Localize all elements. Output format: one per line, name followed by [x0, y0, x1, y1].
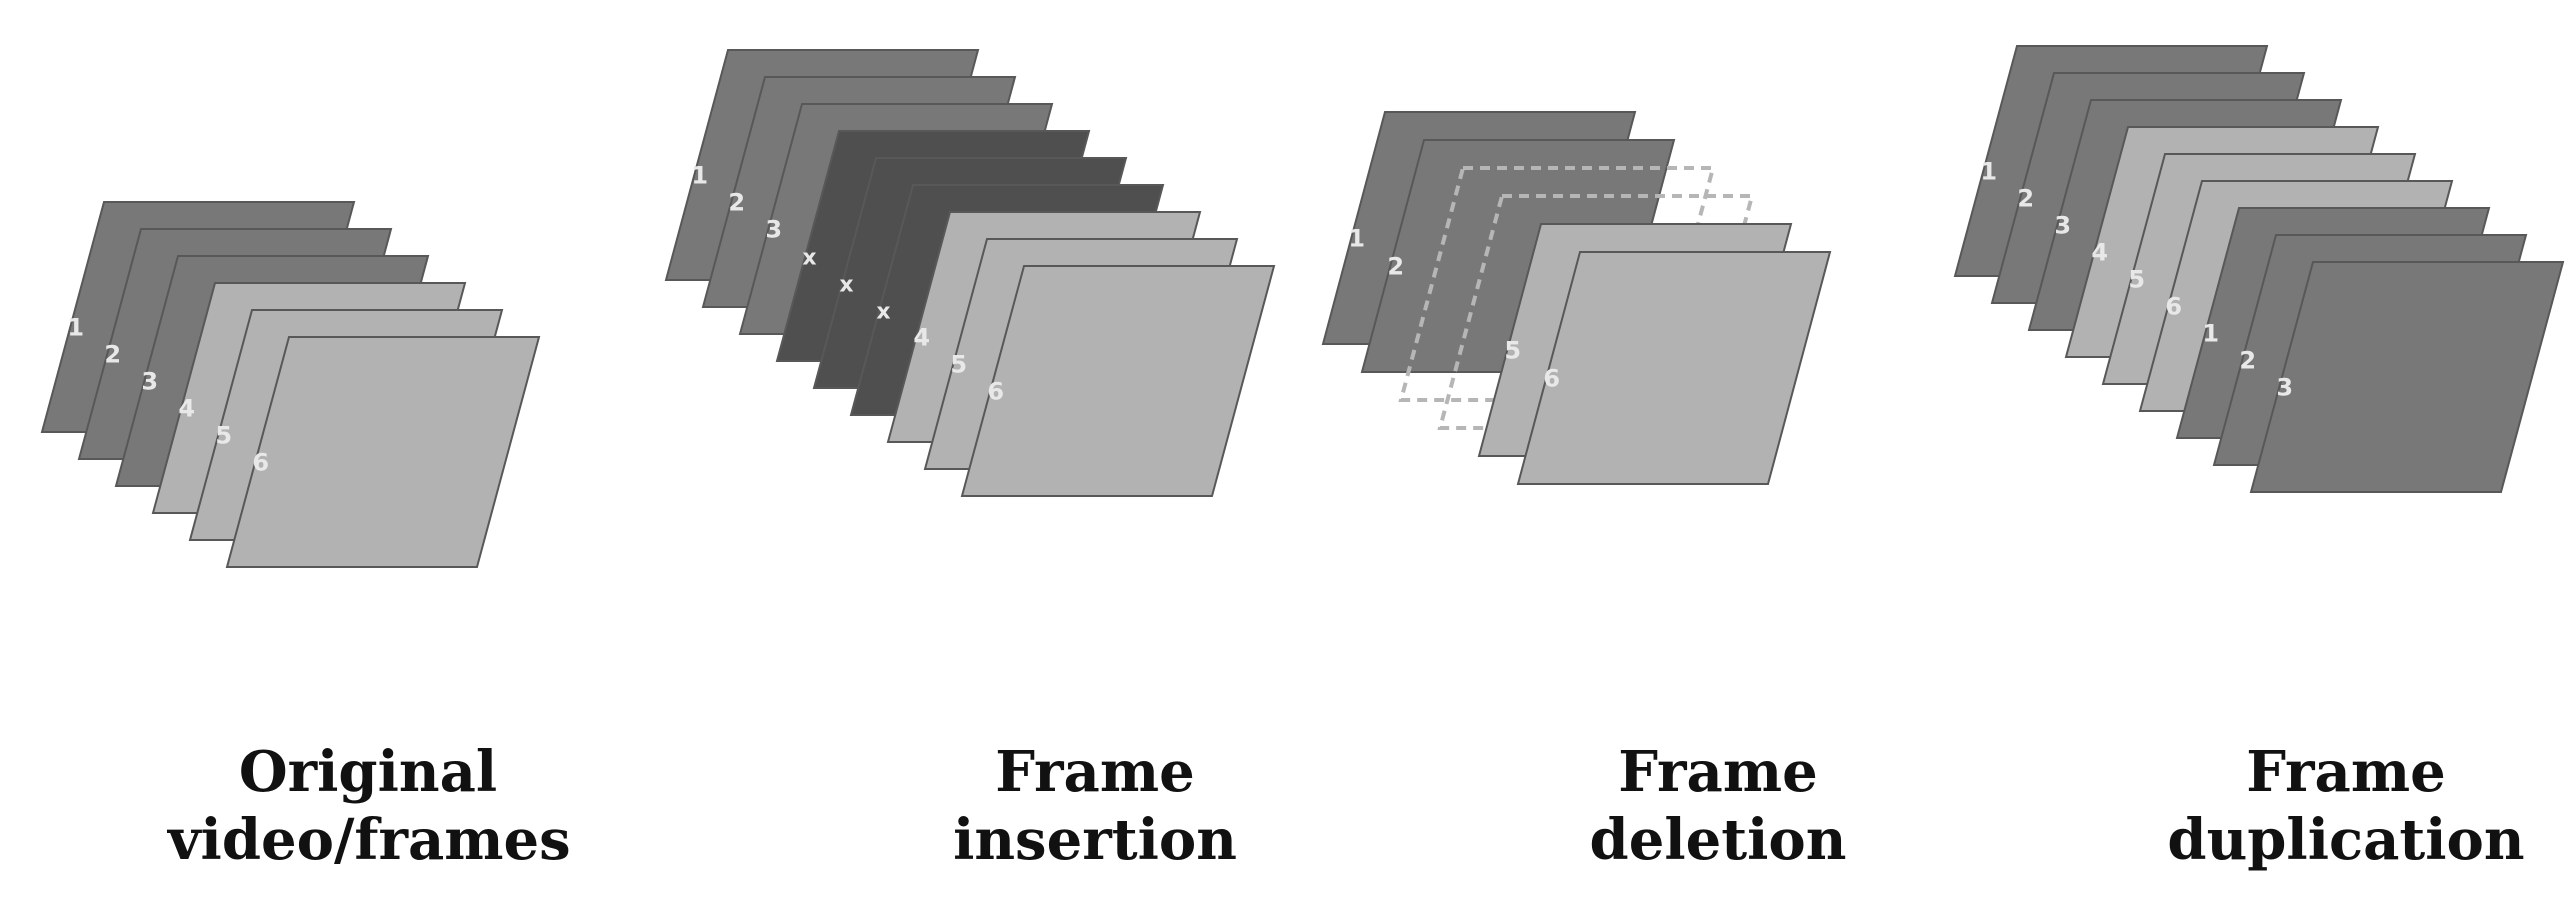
frame-number-original-2: 2 — [104, 340, 121, 368]
frame-number-original-6: 6 — [252, 448, 269, 476]
caption-deletion-line2: deletion — [1589, 807, 1847, 873]
frame-number-duplication-1: 1 — [1980, 157, 1997, 185]
frame-number-insertion-5: x — [839, 272, 853, 297]
frame-deletion-3 — [1398, 166, 1716, 402]
frame-number-deletion-6: 6 — [1543, 365, 1560, 393]
caption-deletion: Frame deletion — [1518, 738, 1918, 874]
frame-number-original-1: 1 — [67, 313, 84, 341]
caption-duplication-line1: Frame — [2246, 739, 2446, 805]
frame-number-duplication-3: 3 — [2054, 211, 2071, 239]
caption-insertion-line2: insertion — [953, 807, 1237, 873]
frame-duplication-9 — [2249, 261, 2565, 493]
frame-number-insertion-8: 5 — [950, 350, 967, 378]
frame-number-deletion-2: 2 — [1387, 253, 1404, 281]
frame-insertion-9 — [960, 265, 1276, 497]
frame-number-duplication-5: 5 — [2128, 265, 2145, 293]
caption-duplication-line2: duplication — [2167, 807, 2525, 873]
frame-number-insertion-3: 3 — [765, 215, 782, 243]
frame-number-duplication-6: 6 — [2165, 292, 2182, 320]
frame-number-duplication-4: 4 — [2091, 238, 2108, 266]
frame-original-6 — [225, 336, 541, 568]
frame-number-deletion-5: 5 — [1504, 337, 1521, 365]
caption-insertion: Frame insertion — [895, 738, 1295, 874]
frame-number-duplication-7: 1 — [2202, 319, 2219, 347]
caption-deletion-line1: Frame — [1618, 739, 1818, 805]
frame-number-duplication-8: 2 — [2239, 346, 2256, 374]
frame-number-original-4: 4 — [178, 394, 195, 422]
frame-number-insertion-1: 1 — [691, 161, 708, 189]
frame-number-insertion-6: x — [876, 299, 890, 324]
frame-number-duplication-2: 2 — [2017, 184, 2034, 212]
frame-number-original-3: 3 — [141, 367, 158, 395]
frame-number-insertion-4: x — [802, 245, 816, 270]
caption-original-line2: video/frames — [168, 807, 571, 873]
frame-number-original-5: 5 — [215, 421, 232, 449]
frame-number-insertion-7: 4 — [913, 323, 930, 351]
frame-stack-deletion: 12 56 — [1321, 111, 1832, 485]
frame-deletion-4 — [1437, 194, 1755, 430]
frame-number-insertion-2: 2 — [728, 188, 745, 216]
frame-number-insertion-9: 6 — [987, 377, 1004, 405]
caption-duplication: Frame duplication — [2146, 738, 2546, 874]
frame-number-deletion-1: 1 — [1348, 225, 1365, 253]
frame-number-duplication-9: 3 — [2276, 373, 2293, 401]
caption-insertion-line1: Frame — [995, 739, 1195, 805]
frame-deletion-6 — [1516, 251, 1832, 485]
caption-original: Original video/frames — [168, 738, 571, 874]
caption-original-line1: Original — [238, 739, 498, 805]
